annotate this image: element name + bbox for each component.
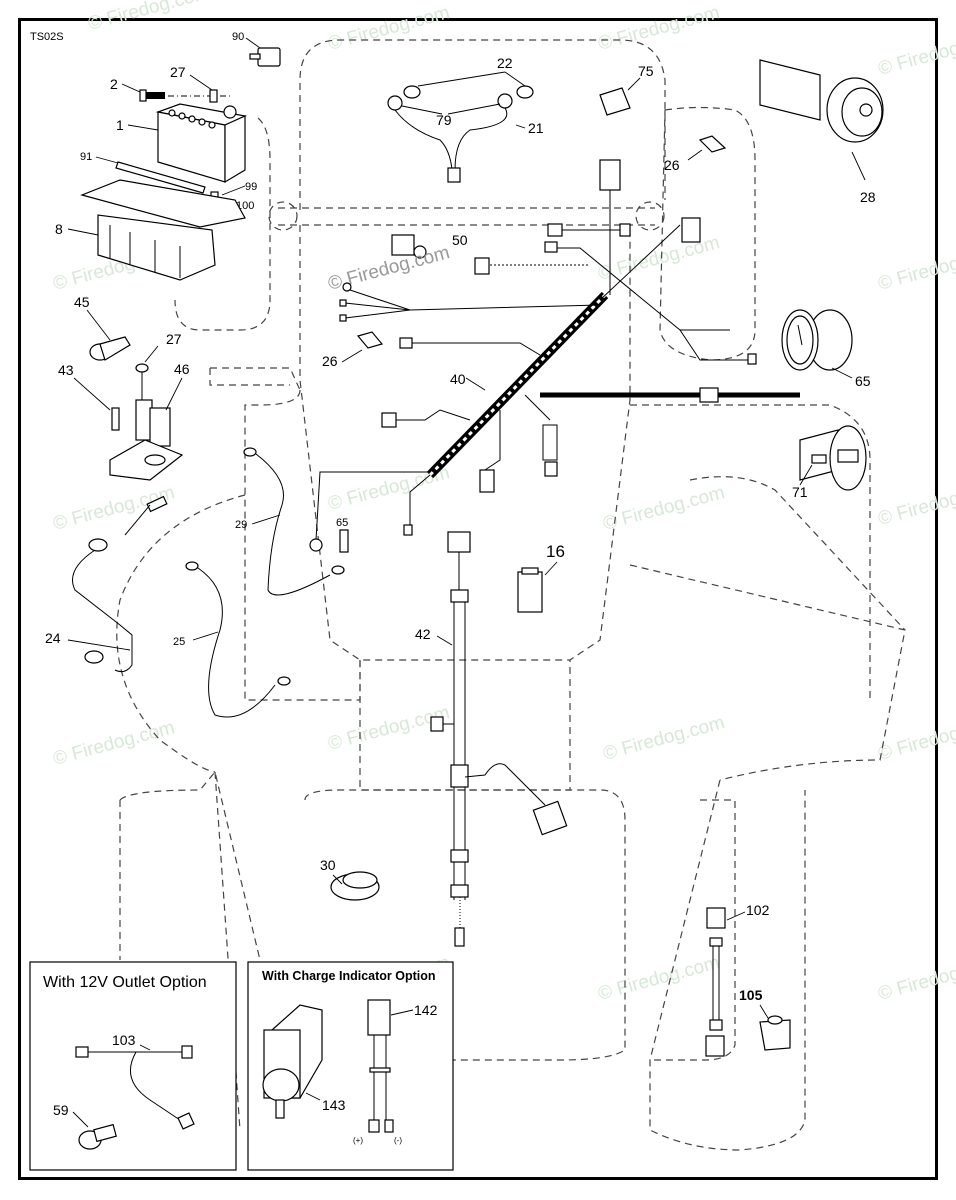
option-title: With 12V Outlet Option — [43, 974, 207, 991]
part-label: 26 — [664, 157, 680, 173]
part-24-cable[interactable]: 24 — [45, 495, 168, 673]
part-59-outlet[interactable]: 59 — [53, 1102, 117, 1150]
part-label: 90 — [232, 31, 244, 43]
part-label: 25 — [173, 636, 185, 648]
part-label: 142 — [414, 1002, 438, 1018]
part-26-fuse[interactable]: 26 — [664, 135, 727, 173]
part-43-solenoid[interactable]: 46 — [109, 361, 190, 481]
part-label: 40 — [450, 371, 466, 387]
part-label: 99 — [245, 181, 257, 193]
part-label: 22 — [497, 55, 513, 71]
part-105-switch[interactable]: 105 — [739, 987, 791, 1051]
part-label: 2 — [110, 76, 118, 92]
part-label: 42 — [415, 626, 431, 642]
part-label: 71 — [792, 484, 808, 500]
part-45-ammeter[interactable]: 65 — [781, 309, 871, 389]
part-30-ignition[interactable]: 28 — [759, 59, 884, 205]
part-label: 105 — [739, 987, 763, 1003]
part-143-indicator[interactable]: 143 — [262, 1004, 346, 1119]
part-label-65: 65 — [336, 517, 348, 529]
part-2[interactable]: 2 — [110, 76, 165, 102]
part-75-switch[interactable]: 75 — [599, 63, 654, 116]
part-label: 29 — [235, 519, 247, 531]
part-label: 91 — [80, 151, 92, 163]
part-90[interactable]: 90 — [232, 31, 281, 67]
polarity-plus: (+) — [353, 1136, 363, 1145]
part-71-harness[interactable]: 42 — [415, 531, 568, 947]
part-label: 102 — [746, 902, 770, 918]
part-label: 28 — [860, 189, 876, 205]
part-29-grommet[interactable]: 30 — [320, 857, 380, 901]
option-charge-indicator: With Charge Indicator Option 143 142 (+)… — [247, 961, 454, 1171]
part-label: 8 — [55, 221, 63, 237]
part-1-battery[interactable]: 1 — [116, 103, 247, 184]
watermark: © Firedog.com — [51, 717, 177, 770]
part-26-fuse-center[interactable]: 26 — [322, 331, 384, 369]
part-label: 103 — [112, 1032, 136, 1048]
part-91-strap[interactable]: 91 — [80, 151, 206, 194]
part-label: 27 — [166, 331, 182, 347]
part-label: 30 — [320, 857, 336, 873]
part-label: 46 — [174, 361, 190, 377]
diagram-code: TS02S — [30, 31, 64, 43]
watermark: © Firedog.com — [876, 242, 956, 295]
part-label: 79 — [436, 112, 452, 128]
part-8-tray[interactable]: 8 — [55, 179, 246, 281]
part-41-screw[interactable]: 43 — [58, 362, 120, 431]
part-21-headlight-harness[interactable]: 22 79 21 — [387, 55, 544, 183]
watermark: © Firedog.com — [601, 482, 727, 535]
watermark: © Firedog.com — [876, 27, 956, 80]
part-label: 143 — [322, 1097, 346, 1113]
part-142-harness[interactable]: 142 (+) (-) — [353, 999, 438, 1145]
part-42-boot[interactable]: 45 — [74, 294, 131, 361]
part-label: 1 — [116, 117, 124, 133]
part-label: 26 — [322, 353, 338, 369]
option-12v-outlet: With 12V Outlet Option 103 59 — [29, 961, 237, 1171]
part-label: 59 — [53, 1102, 69, 1118]
watermark: © Firedog.com — [876, 952, 956, 1005]
watermark: © Firedog.com — [326, 2, 452, 55]
part-label: 27 — [170, 64, 186, 80]
part-102-harness[interactable]: 102 — [705, 902, 770, 1057]
part-label: 50 — [452, 232, 468, 248]
part-27[interactable]: 27 — [170, 64, 218, 103]
watermark: © Firedog.com — [86, 0, 212, 35]
part-103-harness[interactable]: 103 — [75, 1032, 195, 1130]
part-label: 65 — [855, 373, 871, 389]
part-65-screw[interactable]: 65 65 — [336, 517, 349, 553]
part-28-cable[interactable]: 29 — [235, 447, 345, 596]
part-label: 45 — [74, 294, 90, 310]
watermark: © Firedog.com — [601, 712, 727, 765]
part-label: 21 — [528, 120, 544, 136]
option-title: With Charge Indicator Option — [262, 969, 436, 983]
part-label: 43 — [58, 362, 74, 378]
part-label: 16 — [546, 542, 565, 561]
part-46-hourmeter[interactable]: 71 — [792, 425, 867, 500]
watermark: © Firedog.com — [596, 2, 722, 55]
watermark: © Firedog.com — [876, 477, 956, 530]
polarity-minus: (-) — [394, 1136, 402, 1145]
part-50-switch[interactable]: 50 — [391, 232, 468, 259]
part-40-main-harness[interactable]: 40 — [309, 159, 800, 552]
part-16-relay[interactable]: 16 — [517, 542, 565, 613]
part-label: 75 — [638, 63, 654, 79]
part-label: 24 — [45, 630, 61, 646]
watermark: © Firedog.com — [596, 952, 722, 1005]
part-25-cable[interactable]: 25 — [173, 561, 291, 718]
